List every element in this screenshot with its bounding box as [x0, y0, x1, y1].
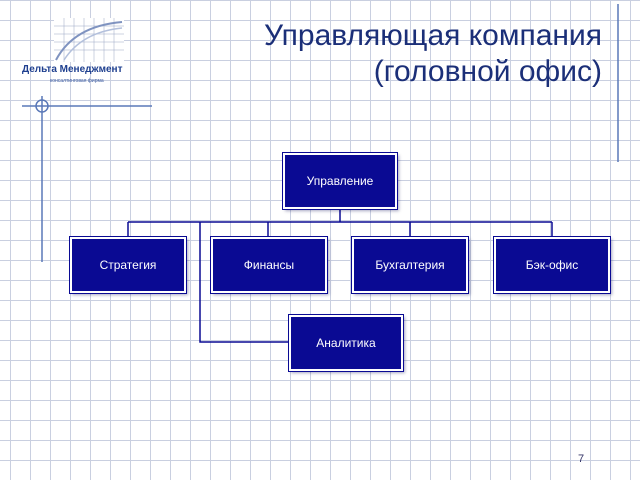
slide-title-line-2: (головной офис) [373, 55, 602, 88]
org-box-accounting: Бухгалтерия [352, 237, 468, 293]
org-box-root: Управление [283, 153, 397, 209]
slide-title-line-1: Управляющая компания [263, 19, 602, 52]
org-box-analytics: Аналитика [289, 315, 403, 371]
org-box-strategy: Стратегия [70, 237, 186, 293]
page-number: 7 [578, 453, 585, 465]
logo-company-name: Дельта Менеджмент [22, 64, 123, 75]
connector-to-analytics [199, 222, 290, 343]
org-box-finance: Финансы [211, 237, 327, 293]
logo-wave-graphic [54, 18, 124, 62]
slide-title: Управляющая компания (головной офис) [264, 18, 602, 90]
logo-company-subtitle: консалтинговая фирма [50, 78, 104, 84]
org-box-backoffice: Бэк-офис [494, 237, 610, 293]
company-logo: Дельта Менеджмент консалтинговая фирма [22, 18, 152, 88]
